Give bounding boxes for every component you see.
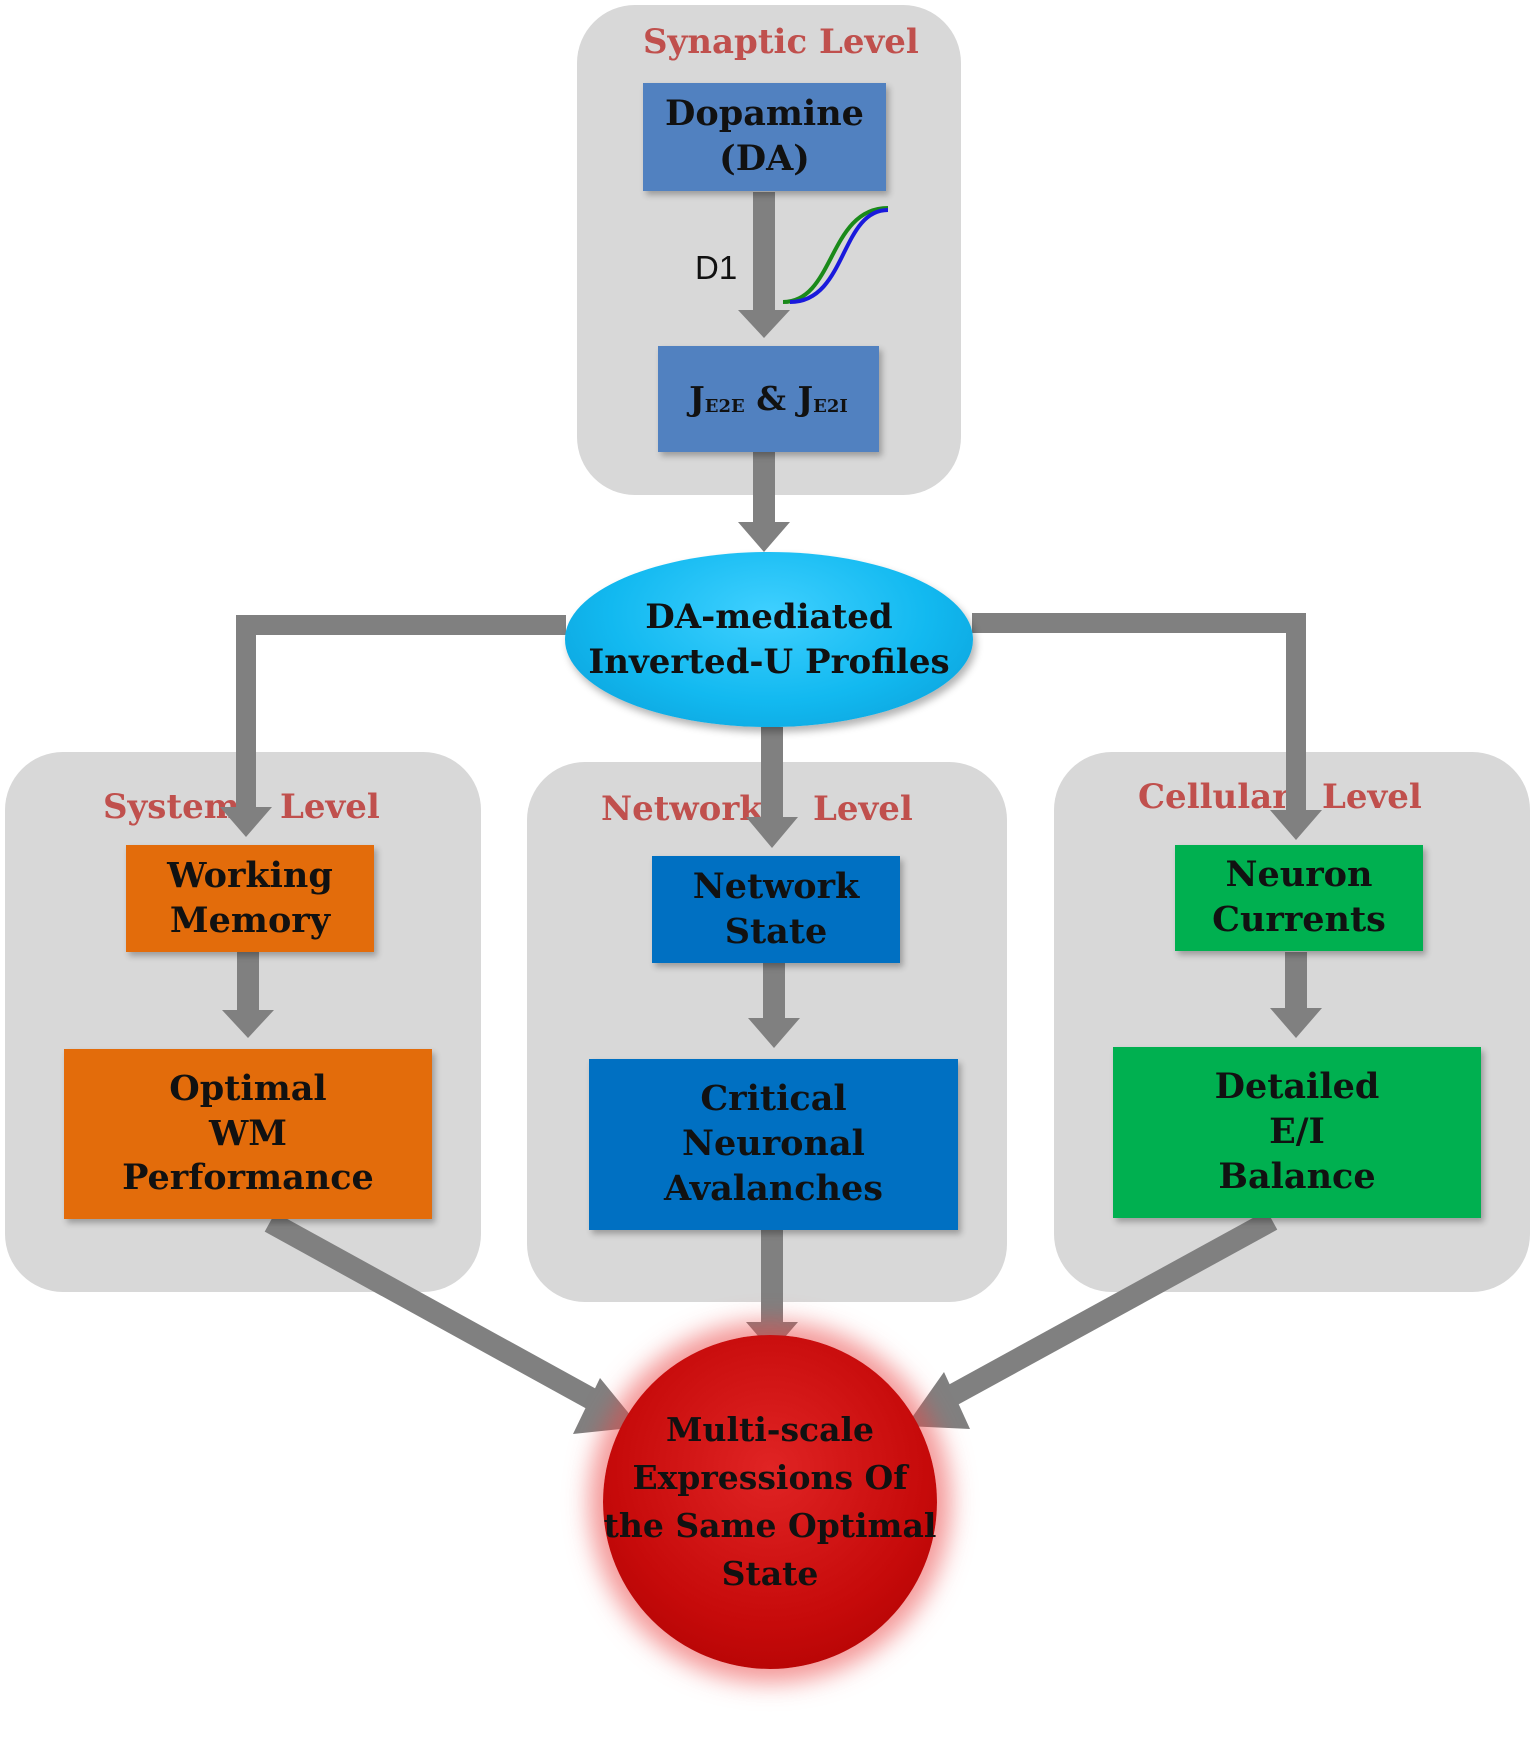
arrow-da-to-j-head [738,310,790,338]
network-level-label-left: Network [601,789,763,829]
ei-balance-line1: Detailed [1214,1066,1380,1108]
ei-balance-line2: E/I [1269,1111,1325,1153]
working-memory-line2: Memory [169,899,331,941]
optimal-state-circle: Multi-scale Expressions Of the Same Opti… [603,1335,937,1669]
network-state-line2: State [724,910,828,952]
j-e2i: JE2I [797,378,848,418]
arrow-ellipse-to-system-head [220,807,272,837]
j-amp: & [756,378,787,418]
system-level-label-left: System [103,787,240,827]
network-state-line1: Network [692,865,860,907]
arrow-wm-to-optimal-head [222,1010,274,1038]
cellular-level-label-right: Level [1322,777,1422,817]
sigmoid-blue-curve [789,208,889,304]
j-coupling-box: JE2E & JE2I [658,346,879,452]
sigmoid-curve-icon [782,206,889,304]
neuron-currents-line1: Neuron [1225,854,1373,896]
cellular-level-label-left: Cellular [1138,777,1291,817]
optimal-state-line4: Optimal State [721,1506,937,1593]
arrow-currents-to-balance [1285,952,1307,1008]
system-level-label-right: Level [280,787,380,827]
inverted-u-line1: DA-mediated [645,596,893,637]
neuron-currents-line2: Currents [1212,899,1386,940]
arrow-ellipse-to-cellular-h [972,613,1306,633]
arrow-ellipse-to-cellular-v [1286,613,1306,810]
working-memory-box: Working Memory [126,845,374,952]
arrow-j-to-ellipse-head [738,522,790,552]
arrow-ellipse-to-system-v [236,615,256,807]
critical-avalanches-line2: Neuronal [682,1123,865,1165]
neuron-currents-box: Neuron Currents [1175,845,1423,951]
d1-receptor-label: D1 [695,249,738,286]
optimal-wm-box: Optimal WM Performance [64,1049,432,1219]
arrow-ellipse-to-network [761,727,783,817]
synaptic-level-label: Synaptic Level [643,22,919,62]
j-e2e: JE2E [689,378,745,418]
dopamine-line1: Dopamine [665,93,864,135]
arrow-wm-to-optimal [237,952,259,1010]
network-level-label-right: Level [813,789,913,829]
critical-avalanches-line1: Critical [700,1078,847,1120]
optimal-wm-line1: Optimal [169,1067,327,1109]
arrow-ellipse-to-network-head [746,817,798,848]
arrow-currents-to-balance-head [1270,1008,1322,1038]
inverted-u-line3: Profiles [805,641,950,682]
ei-balance-box: Detailed E/I Balance [1113,1047,1481,1218]
inverted-u-line2: Inverted-U [588,641,794,682]
arrow-ellipse-to-cellular-head [1270,810,1322,840]
critical-avalanches-line3: Avalanches [664,1167,883,1209]
dopamine-box: Dopamine (DA) [643,83,886,191]
arrow-ellipse-to-system-h [236,615,566,635]
arrow-balance-to-circle-head [906,1372,970,1429]
arrow-optimal-wm-to-circle [264,1212,614,1418]
optimal-wm-line2: WM [208,1112,288,1154]
arrow-j-to-ellipse [753,452,775,522]
optimal-state-line1: Multi-scale [665,1410,875,1450]
arrow-state-to-avalanches [763,962,785,1018]
ei-balance-line3: Balance [1218,1155,1376,1197]
network-state-box: Network State [652,856,900,963]
arrow-da-to-j [753,192,775,310]
sigmoid-green-curve [782,206,889,304]
arrow-balance-to-circle [934,1210,1278,1412]
critical-avalanches-box: Critical Neuronal Avalanches [589,1059,958,1230]
optimal-state-line3: Of the Same [603,1458,908,1545]
optimal-state-line2: Expressions [632,1458,854,1498]
optimal-wm-line3: Performance [122,1157,374,1199]
arrow-state-to-avalanches-head [748,1018,800,1048]
working-memory-line1: Working [167,854,333,896]
dopamine-line2: (DA) [719,138,810,179]
arrow-avalanches-to-circle [761,1230,783,1322]
inverted-u-ellipse: DA-mediated Inverted-U Profiles [565,552,973,727]
